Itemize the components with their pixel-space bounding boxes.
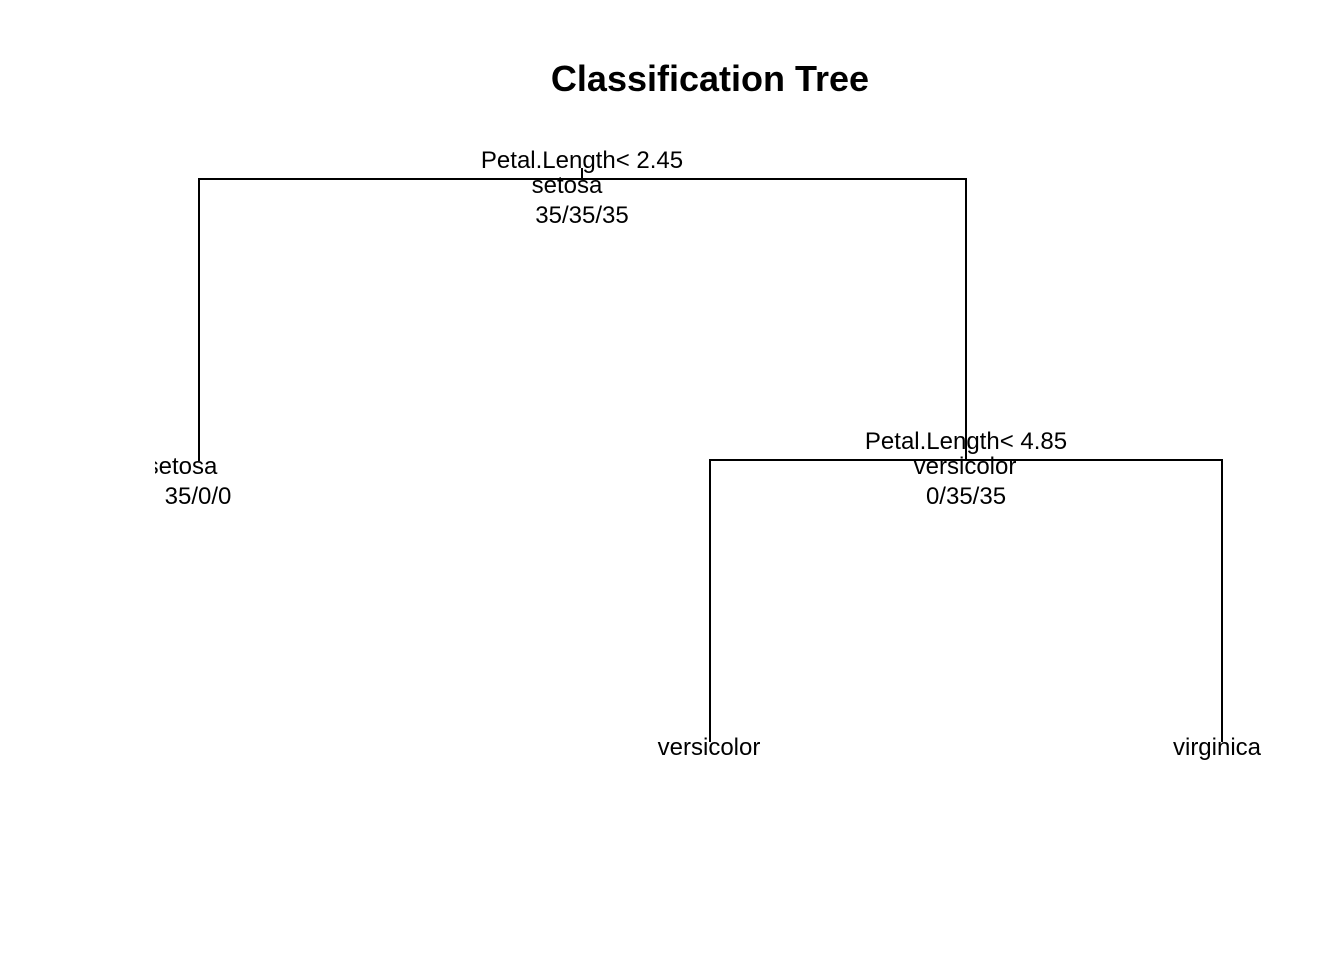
leaf-virginica-class-label: virginica [1172,734,1262,761]
edge-root-stub [581,168,583,179]
leaf-setosa-class-label: setosa [155,453,218,480]
edge-root-horizontal [198,178,967,180]
leaf-setosa-clip: setosa 35/0/0 [155,450,295,520]
root-counts-label: 35/35/35 [535,202,629,229]
right-node-split-label: Petal.Length< 4.85 [864,428,1068,455]
edge-right-node-horizontal [709,459,1223,461]
right-node-class-label: versicolor [913,453,1017,480]
edge-root-to-right-node [965,178,967,461]
edge-root-to-left-leaf [198,178,200,461]
right-node-counts-label: 0/35/35 [925,483,1007,510]
edge-right-node-to-virginica-leaf [1221,459,1223,742]
root-split-label: Petal.Length< 2.45 [480,147,684,174]
edge-right-node-to-versicolor-leaf [709,459,711,742]
root-class-label: setosa [531,172,603,199]
leaf-setosa-counts-label: 35/0/0 [164,483,232,510]
leaf-virginica-clip: virginica [1160,730,1265,770]
plot-title: Classification Tree [550,58,870,99]
leaf-versicolor-class-label: versicolor [657,734,761,761]
